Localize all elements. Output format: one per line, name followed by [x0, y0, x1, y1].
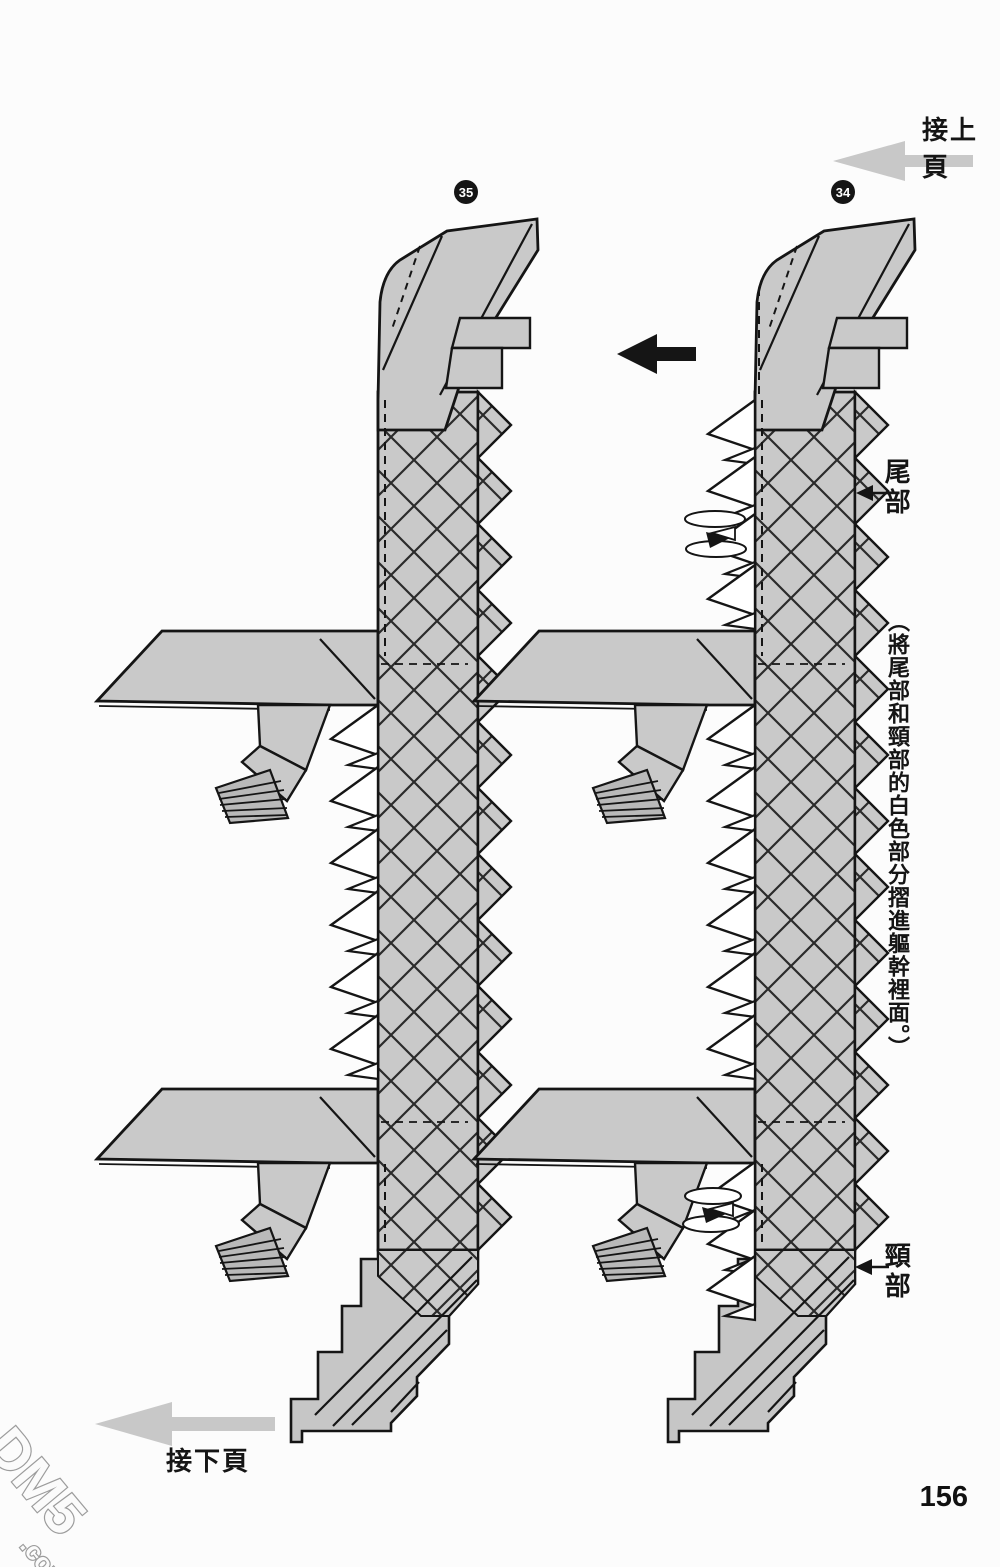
step-direction-arrow-icon	[617, 334, 696, 374]
step-badge-35: 35	[454, 180, 478, 204]
fold-inside-arrow-icon	[684, 510, 747, 558]
figure-step-35	[97, 219, 538, 1442]
watermark: DM5 .com	[0, 1414, 100, 1567]
tail-label: 尾部	[881, 458, 912, 518]
prev-page-arrow-icon	[833, 141, 973, 181]
step-badge-34: 34	[831, 180, 855, 204]
next-page-arrow-icon	[95, 1402, 275, 1446]
tail-pointer-arrow-icon	[856, 485, 890, 501]
instruction-caption: （將尾部和頸部的白色部分摺進軀幹裡面。）	[885, 610, 910, 1059]
watermark-text: DM5	[0, 1415, 99, 1546]
fold-inside-arrow-icon	[682, 1187, 742, 1233]
figure-step-34	[474, 219, 915, 1442]
neck-label: 頸部	[881, 1242, 912, 1302]
page-number: 156	[919, 1481, 968, 1513]
prev-page-label: 接上頁	[922, 115, 979, 182]
next-page-label: 接下頁	[166, 1446, 251, 1476]
neck-pointer-arrow-icon	[855, 1259, 889, 1275]
